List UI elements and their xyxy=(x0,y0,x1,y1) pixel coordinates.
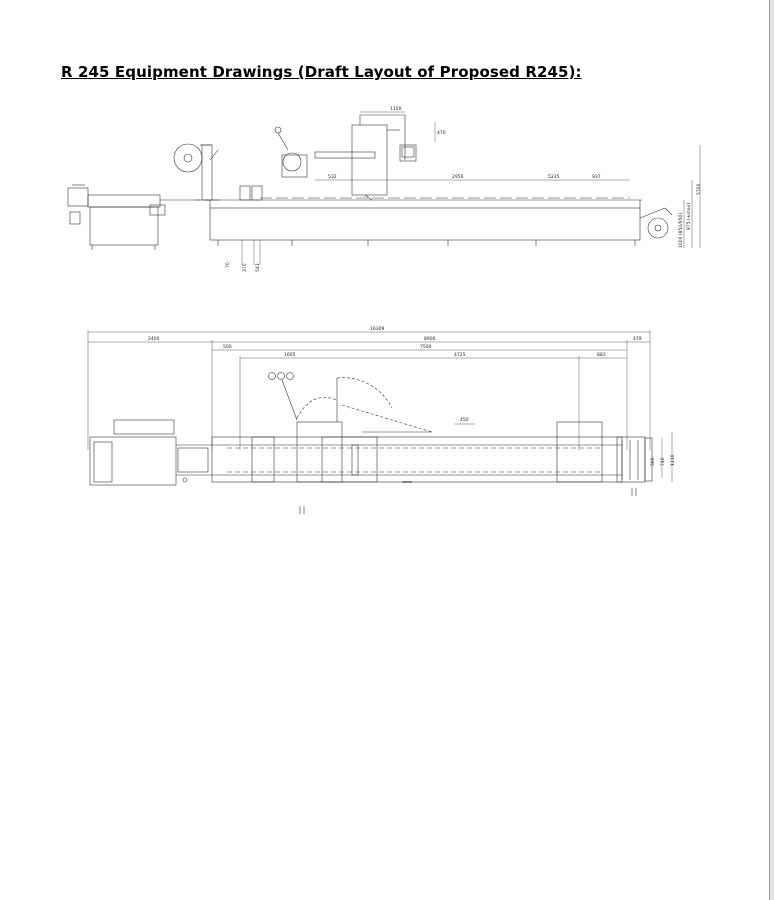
sealing-tower xyxy=(274,114,417,201)
dim-top-width: 1150 xyxy=(390,106,402,112)
dim-2956: 2956 xyxy=(452,174,464,180)
infeed-section xyxy=(89,419,212,486)
dim-4725: 4725 xyxy=(454,352,466,358)
page-edge xyxy=(769,0,770,900)
dim-883: 883 xyxy=(597,352,606,358)
dim-937: 937 xyxy=(592,174,601,180)
dim-height-range-2: 1000 (850/950) xyxy=(678,213,684,248)
dim-370: 370 xyxy=(242,263,248,272)
top-dimensions xyxy=(87,330,673,482)
dim-5215: 5215 xyxy=(548,174,560,180)
dim-left-section: 2400 xyxy=(148,336,160,342)
page-shadow xyxy=(770,0,774,900)
dim-543: 543 xyxy=(255,263,261,272)
dim-500: 500 xyxy=(223,344,232,350)
dim-1110: 1110 xyxy=(670,454,676,466)
main-frame xyxy=(195,185,642,246)
unloading-reel xyxy=(639,207,673,239)
top-view-drawing: 16309 2400 8900 479 500 7500 1605 4725 8… xyxy=(87,326,676,514)
dim-height-range-1: 875 (±max) xyxy=(686,203,692,230)
dim-main-section: 8900 xyxy=(424,336,436,342)
main-conveyor xyxy=(211,372,653,514)
dim-532: 532 xyxy=(328,174,337,180)
dim-right-end: 479 xyxy=(633,336,642,342)
dim-450: 450 xyxy=(460,417,469,423)
dim-70: 70 xyxy=(225,262,231,268)
side-dimensions xyxy=(241,111,701,265)
dim-5700: 5700 xyxy=(696,183,702,195)
dim-top-height: 470 xyxy=(437,130,446,136)
loading-station xyxy=(67,184,200,250)
dim-740: 740 xyxy=(660,457,666,466)
dim-7500: 7500 xyxy=(420,344,432,350)
film-reel-unit xyxy=(173,143,220,201)
dim-1605: 1605 xyxy=(284,352,296,358)
dim-560: 560 xyxy=(650,457,656,466)
page-title: R 245 Equipment Drawings (Draft Layout o… xyxy=(61,63,582,81)
dim-overall: 16309 xyxy=(370,326,384,332)
side-view-drawing: 1150 470 532 2956 5215 937 5700 875 (±ma… xyxy=(67,106,702,272)
